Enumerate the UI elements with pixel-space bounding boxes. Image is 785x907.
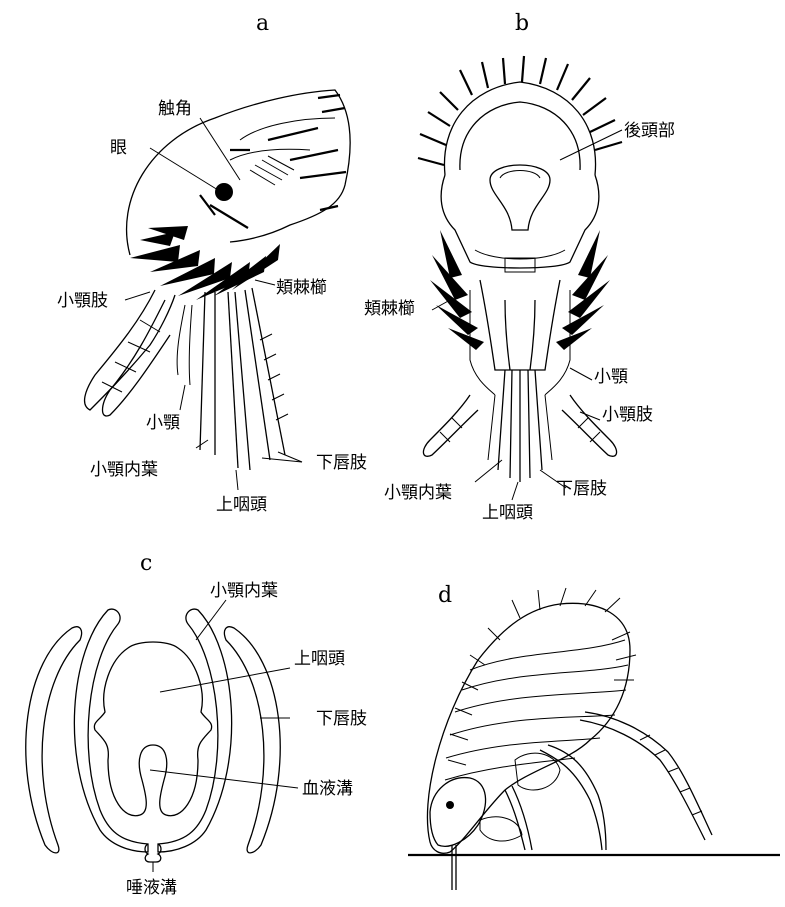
label-a-eye: 眼 <box>110 138 127 158</box>
label-b-maxilla: 小顎 <box>594 367 628 387</box>
label-b-epipharynx: 上咽頭 <box>482 503 533 523</box>
panel-c-letter: c <box>140 551 152 576</box>
label-c-blood-channel: 血液溝 <box>302 779 353 799</box>
label-c-labial-palp: 下唇肢 <box>316 709 367 729</box>
label-a-labial-palp: 下唇肢 <box>316 453 367 473</box>
label-c-lacinia: 小顎内葉 <box>210 581 278 601</box>
label-a-lacinia: 小顎内葉 <box>90 460 158 480</box>
panel-b-head-drawing <box>418 56 622 482</box>
label-b-lacinia: 小顎内葉 <box>384 483 452 503</box>
panel-c-leaders <box>150 600 298 872</box>
panel-a-leaders <box>125 118 302 490</box>
label-a-epipharynx: 上咽頭 <box>216 495 267 515</box>
panel-d-letter: d <box>438 583 452 608</box>
label-b-maxillary-palp: 小顎肢 <box>602 405 653 425</box>
label-b-occiput: 後頭部 <box>624 121 675 141</box>
panel-c-section-drawing <box>26 609 280 862</box>
panel-d: d <box>408 583 780 890</box>
label-a-genal-comb: 頬棘櫛 <box>276 278 327 298</box>
label-a-antenna: 触角 <box>158 99 192 119</box>
panel-d-flea-drawing <box>408 588 780 890</box>
label-b-labial-palp: 下唇肢 <box>556 479 607 499</box>
label-a-maxillary-palp: 小顎肢 <box>57 291 108 311</box>
panel-b: b <box>364 11 675 523</box>
label-c-epipharynx: 上咽頭 <box>294 649 345 669</box>
label-b-genal-comb: 頬棘櫛 <box>364 299 415 319</box>
panel-a-letter: a <box>256 11 269 36</box>
label-c-salivary-channel: 唾液溝 <box>126 878 177 898</box>
label-a-maxilla: 小顎 <box>146 413 180 433</box>
panel-a: a <box>57 11 367 515</box>
panel-c: c 小顎内葉 上咽頭 下唇肢 血液溝 唾液溝 <box>26 551 367 898</box>
panel-b-letter: b <box>515 11 529 36</box>
